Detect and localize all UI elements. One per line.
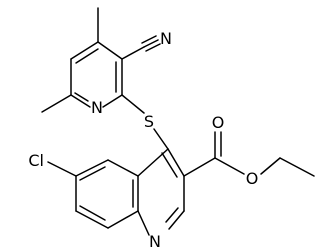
bond xyxy=(102,94,123,108)
bond xyxy=(137,210,150,236)
bond xyxy=(79,166,106,181)
bond xyxy=(107,159,139,177)
bond xyxy=(137,148,169,177)
thioether-bond xyxy=(121,94,145,114)
nitrile-nitrogen-label: N xyxy=(160,29,172,48)
pyridine-nitrogen-label: N xyxy=(91,98,103,117)
thioether-bond xyxy=(153,128,169,150)
bond xyxy=(279,157,315,177)
bond xyxy=(70,94,91,108)
bond xyxy=(168,210,185,230)
bond xyxy=(165,207,179,223)
ester-oxygen-label: O xyxy=(246,169,259,188)
atom-labels: N N S O O Cl N xyxy=(28,29,258,251)
bond xyxy=(107,210,139,229)
bond xyxy=(75,48,99,64)
substituent-bonds xyxy=(41,7,169,150)
bond xyxy=(183,157,216,177)
chlorine-bond-group xyxy=(47,161,77,177)
bond xyxy=(70,41,99,60)
chlorine-label: Cl xyxy=(28,151,44,170)
methyl-bond xyxy=(41,94,72,113)
nitrile-triple-bond xyxy=(143,39,159,48)
nitrile-triple-bond xyxy=(145,43,161,52)
bond xyxy=(161,152,178,178)
thioether-sulfur-label: S xyxy=(144,112,154,131)
bond xyxy=(47,161,77,177)
bond xyxy=(214,157,245,175)
ester-group xyxy=(183,131,315,177)
nitrile-link-bond xyxy=(121,46,145,60)
bond xyxy=(75,159,109,177)
carbonyl-oxygen-label: O xyxy=(212,113,225,132)
bond xyxy=(74,92,89,102)
bond xyxy=(75,210,109,229)
pyridine-ring xyxy=(70,41,123,108)
bond xyxy=(167,148,185,177)
bond xyxy=(97,41,123,60)
quinoline-nitrogen-label: N xyxy=(149,232,161,251)
bond xyxy=(260,157,281,175)
bond xyxy=(79,205,106,221)
quinoline-ring xyxy=(75,148,185,236)
nitrile-triple-bond xyxy=(141,35,157,44)
